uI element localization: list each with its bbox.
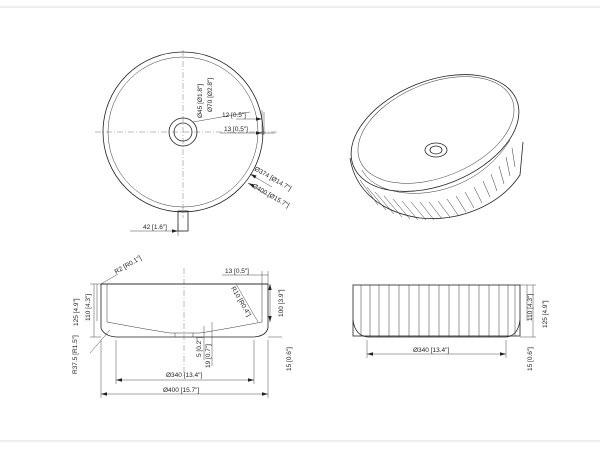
drain-outer-circle xyxy=(168,117,198,147)
dim-base-diameter: Ø340 [13.4"] xyxy=(166,372,202,379)
side-flutes xyxy=(360,285,516,337)
iso-drain-inner xyxy=(429,145,443,155)
side-view: 125 [4.9"] 110 [4.3"] 15 [0.6"] Ø340 [13… xyxy=(352,284,549,371)
dim-drain-step: 5 [0.2"] xyxy=(196,336,203,357)
dim-radius-base: R37.5 [R1.5"] xyxy=(72,335,79,374)
drain-inner-circle xyxy=(173,122,193,142)
iso-flutes xyxy=(359,147,516,221)
side-dim-total-height: 125 [4.9"] xyxy=(542,300,549,328)
dim-inner-depth: 100 [3.9"] xyxy=(278,289,285,317)
dim-overall-diameter: Ø400 [15.7"] xyxy=(163,387,199,394)
iso-outer-rim xyxy=(350,74,520,192)
top-view: Ø45 [Ø1.8"] Ø70 [Ø2.8"] 12 [0.5"] 13 [0.… xyxy=(95,50,292,236)
dim-radius-inner: R10 [R0.4"] xyxy=(229,286,252,319)
dim-overflow-offset: 42 [1.6"] xyxy=(143,224,167,231)
overflow-tab xyxy=(177,210,189,232)
dim-base-height: 15 [0.6"] xyxy=(286,347,293,371)
dim-radius-top: R2 [R0.1"] xyxy=(114,255,143,276)
iso-inner-rim xyxy=(357,76,515,184)
dim-drain-inner: Ø45 [Ø1.8"] xyxy=(197,84,204,118)
dim-rim-13: 13 [0.5"] xyxy=(224,126,248,133)
side-dim-body-height: 110 [4.3"] xyxy=(527,294,534,321)
outer-rim-circle xyxy=(102,51,264,213)
dim-drain-outer: Ø70 [Ø2.8"] xyxy=(207,78,214,112)
iso-body-outline xyxy=(349,141,524,219)
side-dim-base-height: 15 [0.6"] xyxy=(527,347,534,371)
dim-body-height: 110 [4.3"] xyxy=(85,294,92,321)
dim-wall-thickness: 13 [0.5"] xyxy=(225,268,249,275)
section-outer-profile xyxy=(100,283,269,338)
dim-rim-12: 12 [0.5"] xyxy=(222,112,246,119)
isometric-view xyxy=(349,74,524,221)
side-dim-base-diameter: Ø340 [13.4"] xyxy=(413,347,449,354)
dim-bottom-thickness: 19 [0.7"] xyxy=(205,344,212,368)
side-body xyxy=(352,284,521,337)
section-view: R2 [R0.1"] 13 [0.5"] R10 [R0.4"] 100 [3.… xyxy=(72,255,293,398)
dim-total-height: 125 [4.9"] xyxy=(73,298,80,326)
iso-drain-outer xyxy=(424,142,448,158)
